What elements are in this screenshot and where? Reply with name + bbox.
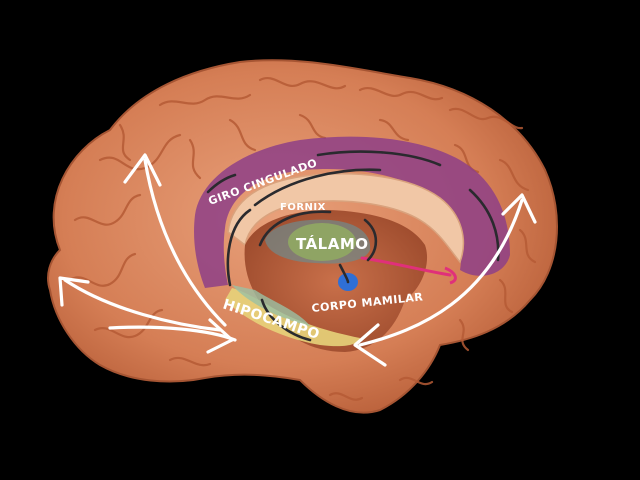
corpus-callosum: [227, 173, 465, 264]
connection-arrows: [58, 153, 537, 367]
thalamus: [288, 223, 356, 261]
gyri-texture: [68, 77, 537, 401]
pink-connection: [360, 256, 452, 277]
cingulate-gyrus: [194, 136, 510, 288]
label-fornix: FORNIX: [280, 202, 326, 213]
parahippocampal-band: [232, 285, 310, 326]
label-talamo: TÁLAMO: [296, 234, 369, 253]
papez-circuit-arrows: [206, 150, 500, 342]
pink-connection-cap: [444, 266, 457, 285]
